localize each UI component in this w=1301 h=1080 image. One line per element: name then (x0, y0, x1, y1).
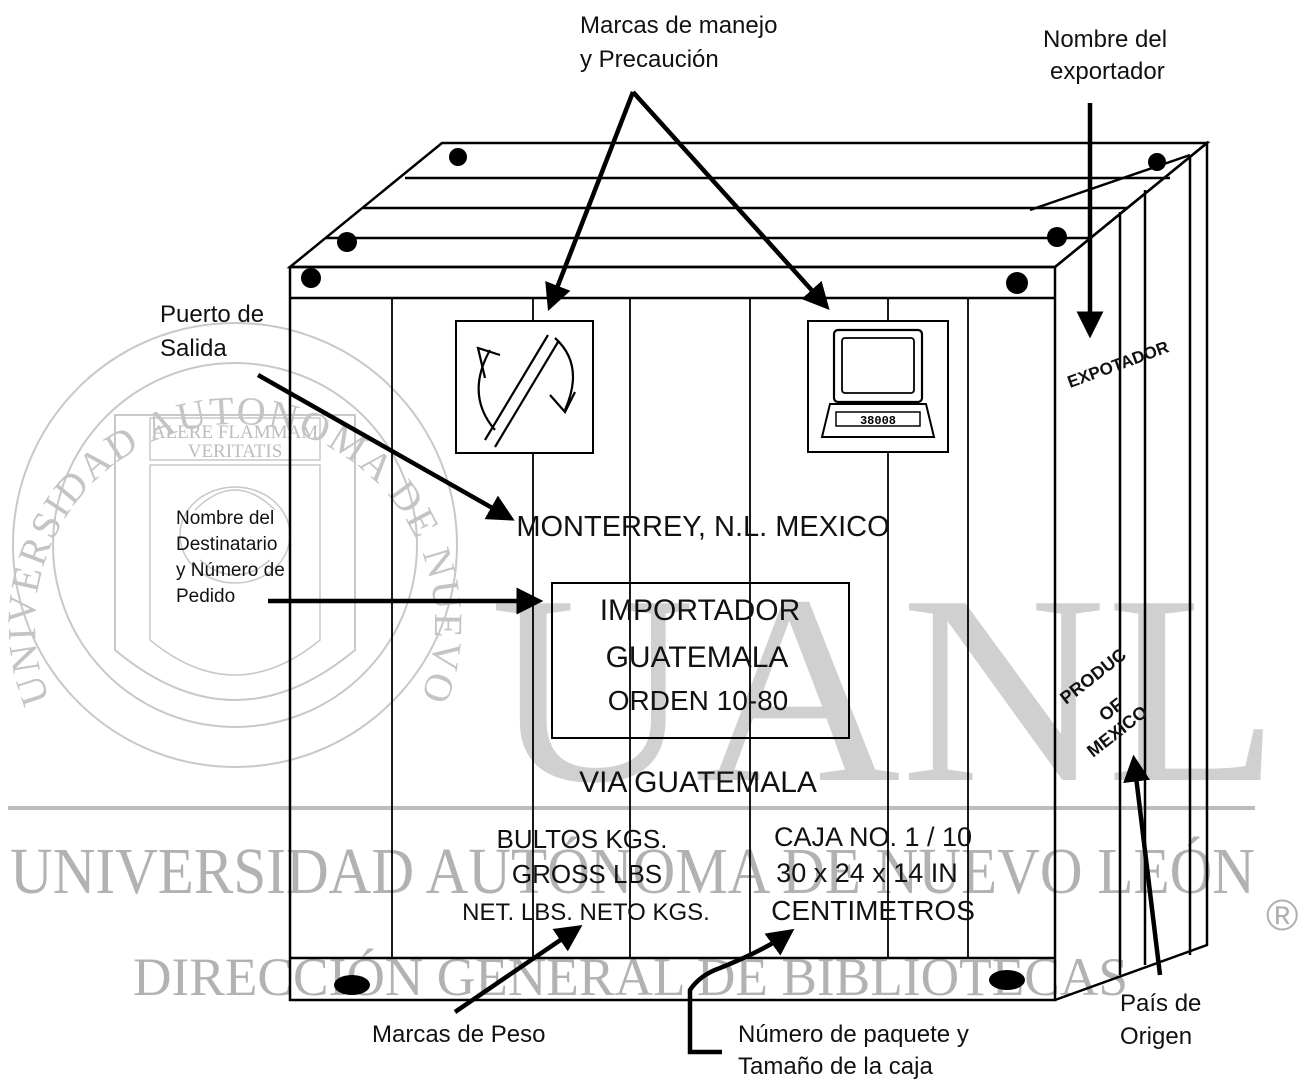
crate-importer-line3: ORDEN 10-80 (608, 685, 789, 716)
recycle-arrows-icon (455, 320, 594, 454)
watermark-uanl-letters: UANL (490, 540, 1280, 839)
crate-box-line2: 30 x 24 x 14 IN (776, 858, 958, 888)
callout-consignee-line2: Destinatario (176, 534, 277, 555)
crate-side-face (1054, 140, 1209, 1002)
watermark-registered-mark: ® (1266, 891, 1298, 940)
crate-box-line3: CENTIMETROS (771, 895, 975, 926)
arrow-handling-left (545, 91, 636, 312)
callout-exporter-line2: exportador (1050, 58, 1165, 85)
callout-origin-line2: Origen (1120, 1023, 1192, 1050)
arrow-handling-right (631, 90, 830, 311)
crate-box-line1: CAJA NO. 1 / 10 (774, 822, 972, 852)
crate-importer-line2: GUATEMALA (606, 641, 789, 674)
crate-bolts (301, 148, 1166, 995)
seal-motto-line2: VERITATIS (188, 441, 283, 462)
seal-ring-text: UNIVERSIDAD AUTONOMA DE NUEVO LEON (0, 0, 471, 711)
crate-weight-line2: GROSS LBS (512, 859, 662, 889)
callout-exporter-line1: Nombre del (1043, 26, 1167, 53)
watermark: ALERE FLAMMAM VERITATIS UNIVERSIDAD AUTO… (0, 0, 1298, 1007)
callout-package-line2: Tamaño de la caja (738, 1053, 933, 1080)
importer-box (551, 582, 850, 739)
arrow-package (687, 928, 795, 1055)
callout-consignee-line4: Pedido (176, 586, 235, 607)
crate-front-face (288, 265, 1057, 1002)
arrow-weight (453, 924, 583, 1014)
seal-motto-line1: ALERE FLAMMAM (152, 422, 318, 443)
callout-package-line1: Número de paquete y (738, 1021, 969, 1048)
callout-port-line2: Salida (160, 335, 227, 362)
arrow-origin (1123, 754, 1163, 976)
callout-port-line1: Puerto de (160, 301, 264, 328)
computer-terminal-icon (807, 320, 949, 453)
callout-handling-line1: Marcas de manejo (580, 12, 777, 39)
callout-weight: Marcas de Peso (372, 1021, 545, 1048)
callout-handling-line2: y Precaución (580, 46, 719, 73)
crate (286, 140, 1211, 1002)
crate-weight-line3: NET. LBS. NETO KGS. (462, 899, 710, 926)
crate-side-frame (1029, 153, 1192, 975)
callout-consignee-line1: Nombre del (176, 508, 274, 529)
crate-via-label: VIA GUATEMALA (579, 766, 817, 799)
crate-top-boards (325, 176, 1170, 240)
callout-arrows (256, 90, 1163, 1055)
crate-weight-line1: BULTOS KGS. (497, 824, 668, 854)
crate-side-exporter: EXPOTADOR (1065, 338, 1172, 392)
callout-consignee-line3: y Número de (176, 560, 285, 581)
arrow-port (256, 373, 515, 521)
watermark-university-name: UNIVERSIDAD AUTÓNOMA DE NUEVO LEÓN (10, 835, 1255, 908)
crate-port-label: MONTERREY, N.L. MEXICO (516, 511, 889, 543)
terminal-keypad-digits: 38008 (860, 414, 896, 428)
crate-top-face (286, 141, 1211, 269)
crate-importer-line1: IMPORTADOR (600, 594, 801, 627)
callout-origin-line1: País de (1120, 990, 1201, 1017)
